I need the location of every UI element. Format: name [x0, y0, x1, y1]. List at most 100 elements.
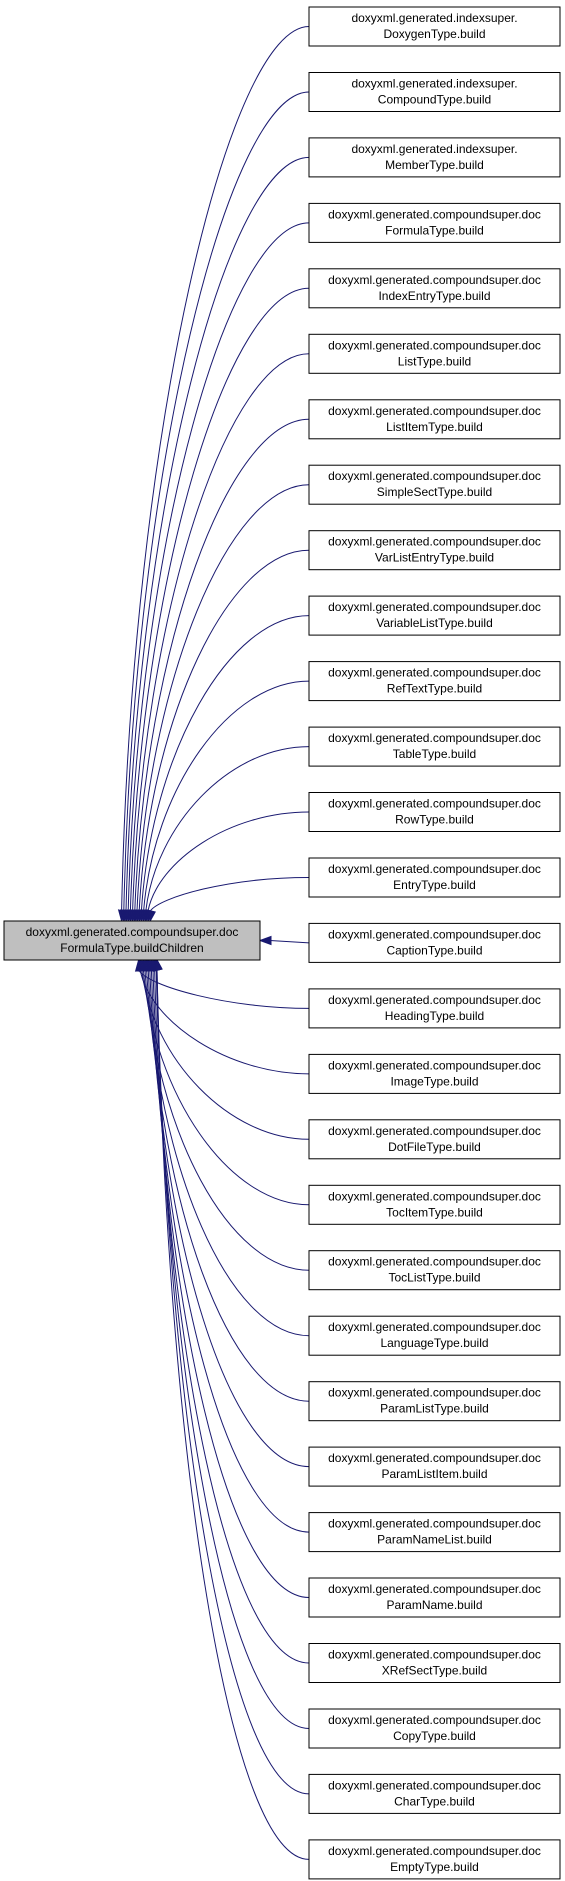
root-node-label-line1: doxyxml.generated.compoundsuper.doc [26, 925, 239, 939]
caller-node[interactable]: doxyxml.generated.compoundsuper.docFormu… [308, 202, 561, 243]
call-edge [136, 484, 310, 912]
call-edge [152, 969, 310, 1598]
caller-node-box [308, 333, 561, 374]
call-edge [145, 746, 310, 912]
caller-node-label-line1: doxyxml.generated.compoundsuper.doc [328, 993, 541, 1007]
call-edge [134, 418, 310, 912]
caller-node-label-line2: MemberType.build [385, 158, 484, 172]
caller-node-label-line2: CompoundType.build [378, 93, 491, 107]
caller-node-label-line2: TableType.build [393, 747, 476, 761]
caller-node-box [308, 1643, 561, 1683]
caller-node-label-line1: doxyxml.generated.compoundsuper.doc [328, 338, 541, 352]
caller-node-label-line1: doxyxml.generated.compoundsuper.doc [328, 1320, 541, 1334]
caller-node[interactable]: doxyxml.generated.compoundsuper.docListT… [308, 333, 561, 374]
caller-node-label-line1: doxyxml.generated.compoundsuper.doc [328, 273, 541, 287]
caller-node[interactable]: doxyxml.generated.indexsuper.CompoundTyp… [308, 72, 561, 112]
call-edge [149, 877, 310, 912]
caller-node-box [308, 530, 561, 571]
caller-node-box [308, 1446, 561, 1487]
caller-node-label-line1: doxyxml.generated.compoundsuper.doc [328, 1189, 541, 1203]
caller-node[interactable]: doxyxml.generated.compoundsuper.docRowTy… [308, 792, 561, 832]
caller-node-label-line1: doxyxml.generated.compoundsuper.doc [328, 862, 541, 876]
caller-node[interactable]: doxyxml.generated.compoundsuper.docHeadi… [308, 988, 561, 1029]
root-node-label-line2: FormulaType.buildChildren [60, 941, 203, 955]
caller-node-label-line1: doxyxml.generated.compoundsuper.doc [328, 535, 541, 549]
caller-node-label-line2: VarListEntryType.build [375, 551, 494, 565]
caller-node[interactable]: doxyxml.generated.compoundsuper.docVarLi… [308, 530, 561, 571]
caller-node[interactable]: doxyxml.generated.compoundsuper.docTocLi… [308, 1250, 561, 1291]
call-edge [141, 969, 310, 1140]
caller-node[interactable]: doxyxml.generated.compoundsuper.docCapti… [308, 922, 561, 963]
caller-node-box [308, 792, 561, 832]
caller-node-label-line2: DotFileType.build [388, 1140, 481, 1154]
caller-node[interactable]: doxyxml.generated.compoundsuper.docImage… [308, 1053, 561, 1094]
call-edge [143, 680, 310, 912]
call-edge [156, 969, 310, 1795]
call-edge [138, 549, 310, 912]
caller-node-box [308, 1577, 561, 1618]
caller-node[interactable]: doxyxml.generated.compoundsuper.docVaria… [308, 595, 561, 636]
caller-node-label-line1: doxyxml.generated.compoundsuper.doc [328, 1386, 541, 1400]
edges-layer [117, 26, 310, 1860]
caller-node-box [308, 1315, 561, 1356]
caller-node[interactable]: doxyxml.generated.compoundsuper.docCharT… [308, 1773, 561, 1814]
caller-node-label-line2: CaptionType.build [386, 943, 482, 957]
caller-node[interactable]: doxyxml.generated.compoundsuper.docTocIt… [308, 1184, 561, 1225]
caller-node-box [308, 726, 561, 767]
caller-node[interactable]: doxyxml.generated.compoundsuper.docXRefS… [308, 1643, 561, 1683]
caller-node-label-line2: RowType.build [395, 813, 474, 827]
caller-node-label-line1: doxyxml.generated.compoundsuper.doc [328, 1582, 541, 1596]
caller-node[interactable]: doxyxml.generated.compoundsuper.docParam… [308, 1446, 561, 1487]
caller-node[interactable]: doxyxml.generated.indexsuper.MemberType.… [308, 137, 561, 178]
caller-node[interactable]: doxyxml.generated.compoundsuper.docListI… [308, 399, 561, 440]
caller-node-label-line2: EmptyType.build [390, 1860, 479, 1874]
caller-node-label-line1: doxyxml.generated.compoundsuper.doc [328, 1648, 541, 1662]
caller-node-label-line1: doxyxml.generated.compoundsuper.doc [328, 1517, 541, 1531]
call-edge [129, 287, 310, 912]
caller-node-box [308, 464, 561, 505]
caller-node[interactable]: doxyxml.generated.compoundsuper.docCopyT… [308, 1708, 561, 1749]
caller-node-box [308, 6, 561, 47]
caller-node-box [308, 988, 561, 1029]
caller-node-label-line2: ListItemType.build [386, 420, 483, 434]
caller-node-label-line1: doxyxml.generated.compoundsuper.doc [328, 927, 541, 941]
call-edge [132, 353, 310, 912]
nodes-layer: doxyxml.generated.compoundsuper.doc Form… [3, 6, 561, 1880]
call-edge [125, 156, 310, 912]
caller-node-label-line1: doxyxml.generated.compoundsuper.doc [328, 731, 541, 745]
caller-node-box [308, 72, 561, 112]
caller-node-label-line2: SimpleSectType.build [377, 485, 492, 499]
call-edge [154, 969, 310, 1664]
caller-node-box [308, 1512, 561, 1553]
caller-node-label-line2: VariableListType.build [376, 616, 493, 630]
caller-node-label-line2: CopyType.build [393, 1729, 476, 1743]
caller-node-box [308, 922, 561, 963]
call-edge [140, 615, 310, 912]
caller-node[interactable]: doxyxml.generated.indexsuper.DoxygenType… [308, 6, 561, 47]
caller-node[interactable]: doxyxml.generated.compoundsuper.docIndex… [308, 268, 561, 309]
caller-node-label-line1: doxyxml.generated.compoundsuper.doc [328, 1451, 541, 1465]
caller-node[interactable]: doxyxml.generated.compoundsuper.docEntry… [308, 857, 561, 898]
caller-node[interactable]: doxyxml.generated.compoundsuper.docLangu… [308, 1315, 561, 1356]
caller-node[interactable]: doxyxml.generated.compoundsuper.docParam… [308, 1512, 561, 1553]
call-edge [147, 969, 310, 1402]
caller-node[interactable]: doxyxml.generated.compoundsuper.docParam… [308, 1381, 561, 1422]
caller-node[interactable]: doxyxml.generated.compoundsuper.docTable… [308, 726, 561, 767]
root-node[interactable]: doxyxml.generated.compoundsuper.doc Form… [3, 920, 261, 961]
caller-node-box [308, 1708, 561, 1749]
arrowhead-icon [258, 935, 272, 946]
caller-node[interactable]: doxyxml.generated.compoundsuper.docEmpty… [308, 1839, 561, 1880]
call-edge [123, 91, 310, 912]
caller-node[interactable]: doxyxml.generated.compoundsuper.docSimpl… [308, 464, 561, 505]
caller-node[interactable]: doxyxml.generated.compoundsuper.docRefTe… [308, 661, 561, 702]
caller-node-box [308, 1839, 561, 1880]
caller-node-label-line2: ParamListType.build [380, 1402, 489, 1416]
caller-node-box [308, 661, 561, 702]
caller-node[interactable]: doxyxml.generated.compoundsuper.docParam… [308, 1577, 561, 1618]
caller-node-label-line1: doxyxml.generated.indexsuper. [351, 11, 517, 25]
caller-node-label-line1: doxyxml.generated.compoundsuper.doc [328, 666, 541, 680]
caller-node[interactable]: doxyxml.generated.compoundsuper.docDotFi… [308, 1119, 561, 1160]
caller-node-label-line2: ListType.build [398, 354, 471, 368]
caller-node-label-line2: TocItemType.build [386, 1205, 483, 1219]
